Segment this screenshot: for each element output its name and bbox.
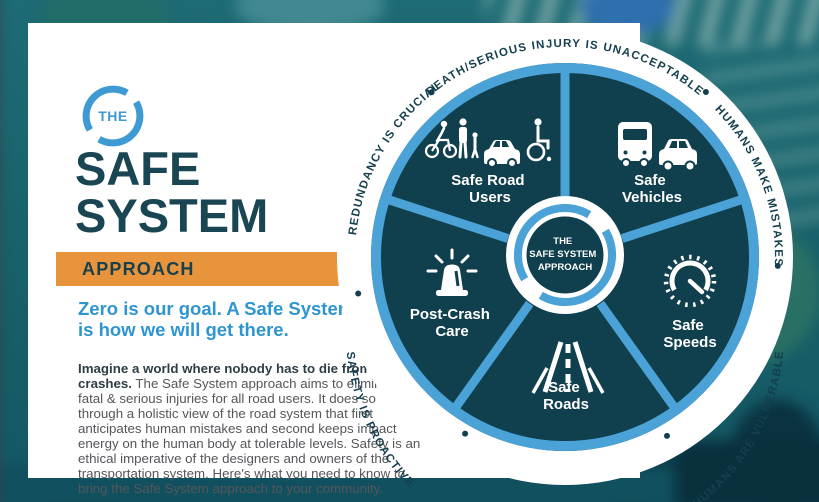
- goal-heading: Zero is our goal. A Safe System is how w…: [78, 298, 355, 340]
- wheel-center-hub: THE SAFE SYSTEM APPROACH: [506, 196, 624, 314]
- emergency-light-icon: [426, 248, 478, 296]
- body-bold-intro: Imagine a world where nobody has to die …: [78, 361, 421, 392]
- principle-separator-dots: [355, 89, 781, 439]
- road-icon: [531, 341, 605, 394]
- segment-label-safe-vehicles: Safe Vehicles: [622, 172, 682, 206]
- logo-the-label: THE: [98, 108, 128, 124]
- title-line-2: SYSTEM: [75, 189, 269, 242]
- road-users-icon: [424, 118, 552, 168]
- hub-label: THE SAFE SYSTEM APPROACH: [529, 231, 601, 273]
- page-title: SAFE SYSTEM: [75, 145, 268, 239]
- speedometer-icon: [663, 254, 717, 308]
- title-line-1: SAFE: [75, 142, 201, 195]
- body-paragraph: Imagine a world where nobody has to die …: [78, 361, 423, 496]
- segment-label-safe-speeds: Safe Speeds: [663, 317, 716, 351]
- segment-label-safe-roads: Safe Roads: [543, 379, 589, 413]
- dark-corner: [675, 440, 819, 502]
- goal-heading-line-2: is how we will get there.: [78, 318, 289, 340]
- bus-car-icon: [618, 122, 697, 172]
- hub-broken-ring-icon: [514, 204, 592, 282]
- segment-label-safe-road-users: Safe Road Users: [451, 172, 529, 206]
- goal-heading-line-1: Zero is our goal. A Safe System: [78, 298, 355, 319]
- segment-label-post-crash-care: Post-Crash Care: [410, 306, 494, 340]
- hub-dark-disc: [526, 216, 604, 294]
- body-text: The Safe System approach aims to elimina…: [78, 376, 421, 496]
- approach-banner: APPROACH: [56, 252, 368, 286]
- the-logo: THE: [78, 81, 148, 151]
- wheel-spokes: [382, 67, 748, 414]
- broken-ring-logo-icon: [82, 85, 144, 147]
- hub-broken-ring-icon: [538, 228, 616, 306]
